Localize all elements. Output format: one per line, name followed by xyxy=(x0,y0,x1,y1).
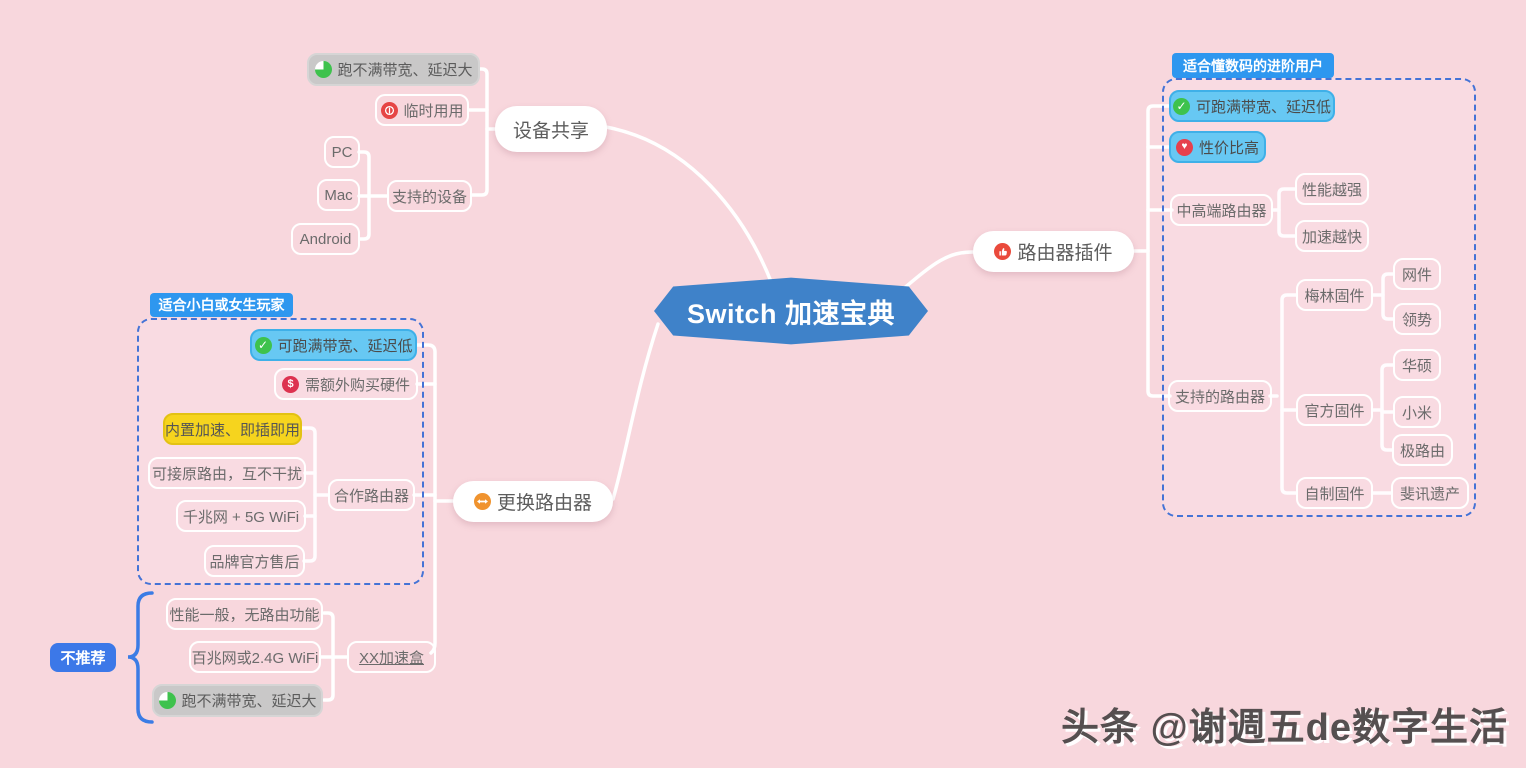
node-label: 可接原路由，互不干扰 xyxy=(152,465,303,483)
node-official-after-sale[interactable]: 品牌官方售后 xyxy=(204,545,305,577)
node-label: 领势 xyxy=(1401,311,1432,329)
node-router-plugin[interactable]: 路由器插件 xyxy=(973,231,1134,272)
node-supported-routers[interactable]: 支持的路由器 xyxy=(1168,380,1272,412)
node-label: 加速越快 xyxy=(1302,228,1363,246)
node-label: 临时用用 xyxy=(403,102,464,120)
node-custom-firmware[interactable]: 自制固件 xyxy=(1296,477,1373,509)
node-accel-box[interactable]: XX加速盒 xyxy=(347,641,436,673)
node-label: 需额外购买硬件 xyxy=(305,376,411,394)
node-label: 千兆网 + 5G WiFi xyxy=(182,508,300,526)
node-device-share[interactable]: 设备共享 xyxy=(495,106,607,152)
group-label-text: 适合懂数码的进阶用户 xyxy=(1183,57,1323,74)
group-label-beginner-users[interactable]: 适合小白或女生玩家 xyxy=(150,293,293,317)
node-label: 极路由 xyxy=(1400,442,1446,460)
group-beginner-users-box[interactable] xyxy=(137,318,424,585)
node-netgear[interactable]: 网件 xyxy=(1393,258,1441,290)
node-extra-hardware[interactable]: $ 需额外购买硬件 xyxy=(274,368,418,400)
node-supported-devices[interactable]: 支持的设备 xyxy=(387,180,472,212)
node-label: 华硕 xyxy=(1401,357,1432,375)
node-label: XX加速盒 xyxy=(358,649,424,667)
node-label: PC xyxy=(331,143,353,161)
node-label: Mac xyxy=(324,186,353,204)
node-mac[interactable]: Mac xyxy=(317,179,360,211)
node-stronger-performance[interactable]: 性能越强 xyxy=(1295,173,1369,205)
node-average-performance[interactable]: 性能一般，无路由功能 xyxy=(166,598,323,630)
node-label: 可跑满带宽、延迟低 xyxy=(277,337,413,355)
not-recommended-label[interactable]: 不推荐 xyxy=(50,643,116,672)
node-label: Android xyxy=(299,230,352,248)
node-merlin-firmware[interactable]: 梅林固件 xyxy=(1296,279,1373,311)
check-icon: ✓ xyxy=(1173,97,1190,115)
node-label: 性能一般，无路由功能 xyxy=(169,606,320,624)
node-full-bandwidth-right[interactable]: ✓ 可跑满带宽、延迟低 xyxy=(1169,90,1335,122)
node-label: 斐讯遗产 xyxy=(1399,485,1460,503)
central-topic[interactable]: Switch 加速宝典 xyxy=(654,277,928,345)
node-cost-effective[interactable]: ♥ 性价比高 xyxy=(1169,131,1266,163)
node-label: 网件 xyxy=(1401,266,1432,284)
node-label: 自制固件 xyxy=(1304,485,1365,503)
node-partner-router[interactable]: 合作路由器 xyxy=(328,479,415,511)
node-hiwifi[interactable]: 极路由 xyxy=(1392,434,1453,466)
node-label: 性能越强 xyxy=(1302,181,1363,199)
node-android[interactable]: Android xyxy=(291,223,360,255)
group-label-text: 适合小白或女生玩家 xyxy=(158,297,285,313)
node-asus[interactable]: 华硕 xyxy=(1393,349,1441,381)
node-label: 跑不满带宽、延迟大 xyxy=(337,62,473,79)
dollar-icon: $ xyxy=(282,375,299,393)
group-advanced-users-box[interactable] xyxy=(1162,78,1476,517)
node-faster-acceleration[interactable]: 加速越快 xyxy=(1295,220,1369,252)
node-label: 可跑满带宽、延迟低 xyxy=(1196,98,1332,116)
node-official-firmware[interactable]: 官方固件 xyxy=(1296,394,1373,426)
thumbs-up-icon xyxy=(994,243,1012,260)
pie-clock-icon xyxy=(314,61,332,78)
node-linksys[interactable]: 领势 xyxy=(1393,303,1441,335)
node-phicomm-legacy[interactable]: 斐讯遗产 xyxy=(1391,477,1469,509)
node-temporary-use[interactable]: 临时用用 xyxy=(375,94,469,126)
group-label-advanced-users[interactable]: 适合懂数码的进阶用户 xyxy=(1172,53,1334,78)
pie-clock-icon xyxy=(158,692,176,709)
node-xiaomi[interactable]: 小米 xyxy=(1393,396,1441,428)
node-label: 小米 xyxy=(1401,404,1432,422)
node-keep-original-router[interactable]: 可接原路由，互不干扰 xyxy=(148,457,306,489)
node-gigabit-wifi[interactable]: 千兆网 + 5G WiFi xyxy=(176,500,306,532)
node-no-bandwidth-top[interactable]: 跑不满带宽、延迟大 xyxy=(307,53,480,86)
node-pc[interactable]: PC xyxy=(324,136,360,168)
node-label: 中高端路由器 xyxy=(1176,202,1267,220)
node-fast-ethernet[interactable]: 百兆网或2.4G WiFi xyxy=(189,641,321,673)
node-label: 支持的设备 xyxy=(392,188,468,206)
node-label: 性价比高 xyxy=(1199,139,1260,157)
watermark-text: 头条 @谢週五de数字生活 xyxy=(1061,707,1508,749)
check-icon: ✓ xyxy=(254,336,272,354)
node-replace-router[interactable]: 更换路由器 xyxy=(453,481,613,522)
node-label: 梅林固件 xyxy=(1304,287,1365,305)
node-label: 合作路由器 xyxy=(334,487,410,505)
label-text: 不推荐 xyxy=(60,650,106,667)
node-label: 品牌官方售后 xyxy=(209,553,300,571)
node-label: 支持的路由器 xyxy=(1175,388,1266,406)
curly-brace xyxy=(127,591,154,724)
swap-arrows-icon xyxy=(473,493,491,510)
node-label: 百兆网或2.4G WiFi xyxy=(191,649,319,667)
node-full-bandwidth-left[interactable]: ✓ 可跑满带宽、延迟低 xyxy=(250,329,417,361)
node-label: 路由器插件 xyxy=(1017,243,1113,264)
node-label: 更换路由器 xyxy=(496,493,592,514)
node-label: 内置加速、即插即用 xyxy=(165,421,301,439)
node-builtin-plug-play[interactable]: 内置加速、即插即用 xyxy=(163,413,302,445)
node-label: 设备共享 xyxy=(512,120,589,142)
node-label: 官方固件 xyxy=(1304,402,1365,420)
heart-icon: ♥ xyxy=(1176,138,1193,156)
node-no-bandwidth-bottom[interactable]: 跑不满带宽、延迟大 xyxy=(152,684,323,717)
clock-icon xyxy=(380,101,398,119)
node-mid-high-router[interactable]: 中高端路由器 xyxy=(1170,194,1273,226)
central-topic-label: Switch 加速宝典 xyxy=(686,298,895,329)
node-label: 跑不满带宽、延迟大 xyxy=(181,693,317,710)
